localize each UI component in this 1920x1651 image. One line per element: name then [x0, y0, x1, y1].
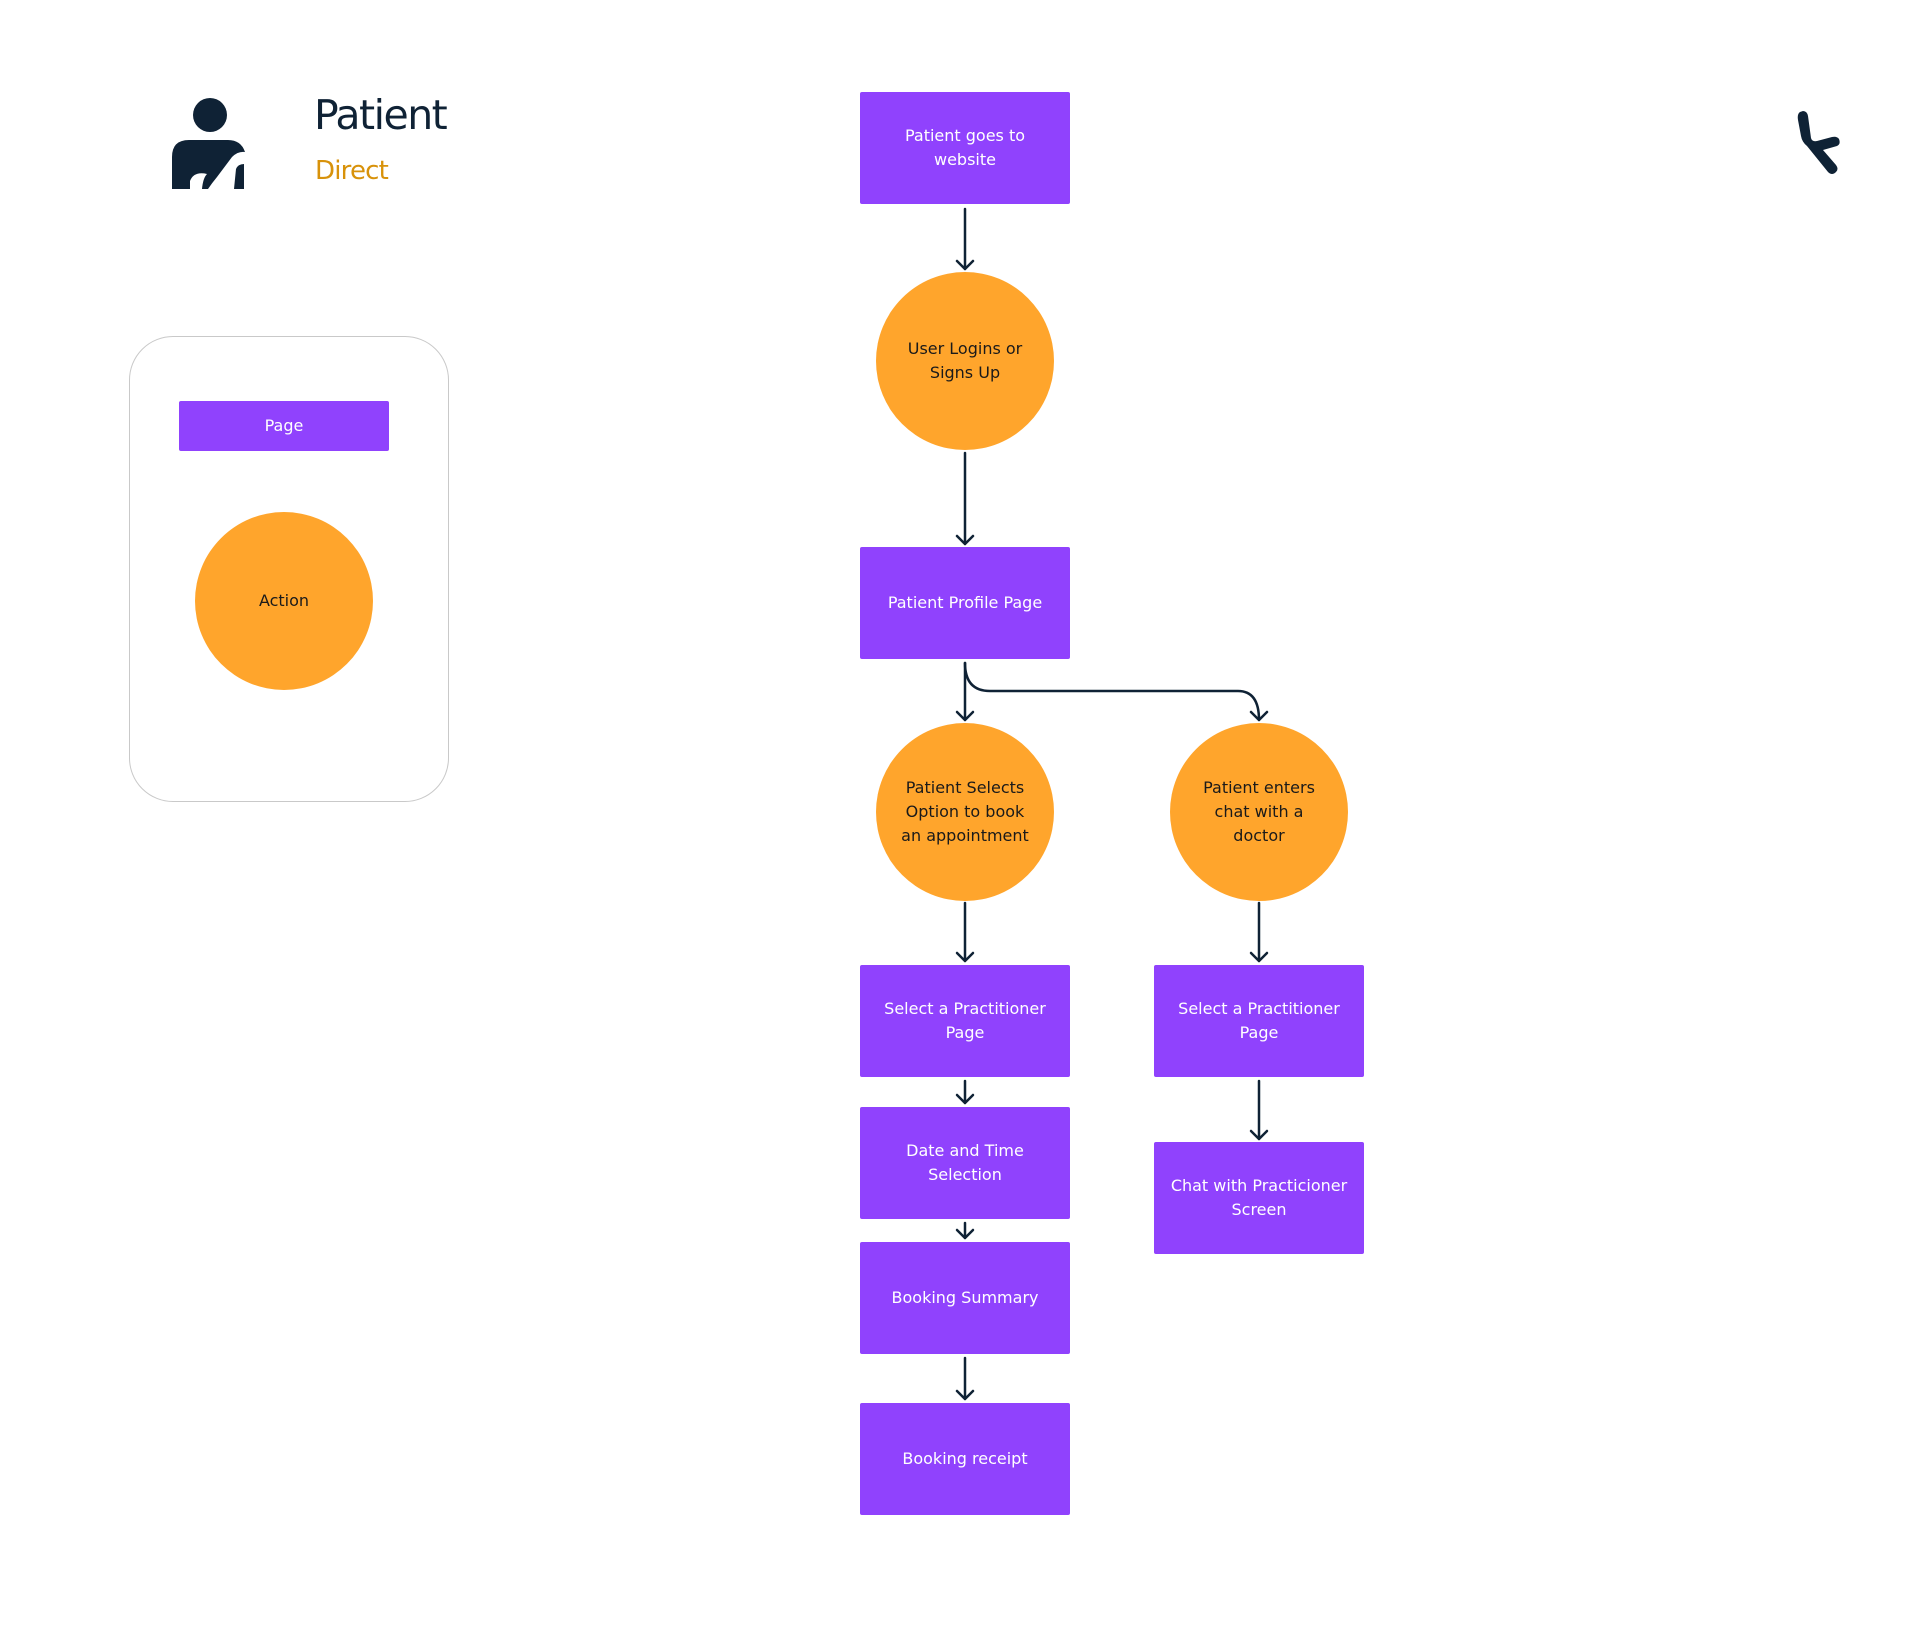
node-chat-screen-page: Chat with Practicioner Screen: [1154, 1142, 1364, 1254]
legend-page-label: Page: [264, 416, 304, 435]
node-booking-action: Patient Selects Option to book an appoin…: [876, 723, 1054, 901]
legend-action-node: Action: [195, 512, 373, 690]
node-summary-label: Booking Summary: [891, 1288, 1039, 1307]
node-summary-page: Booking Summary: [860, 1242, 1070, 1354]
arrow-practitioner-to-chatscreen: [1249, 1079, 1269, 1141]
arrow-summary-to-receipt: [955, 1356, 975, 1401]
node-start-page-label: Patient goes to website: [904, 126, 1026, 169]
arrow-login-to-profile: [955, 451, 975, 546]
brand-logo-icon: [1797, 111, 1840, 174]
node-chat-action: Patient enters chat with a doctor: [1170, 723, 1348, 901]
legend-page-node: Page: [179, 401, 389, 451]
page-title: Patient: [314, 91, 448, 139]
arrow-start-to-login: [955, 207, 975, 271]
node-receipt-label: Booking receipt: [902, 1449, 1028, 1468]
arrow-profile-to-booking: [955, 661, 975, 722]
arrow-datetime-to-summary: [955, 1221, 975, 1240]
node-profile-page: Patient Profile Page: [860, 547, 1070, 659]
node-datetime-page: Date and Time Selection: [860, 1107, 1070, 1219]
person-icon: [172, 98, 245, 189]
node-chat-practitioner-label: Select a Practitioner Page: [1178, 999, 1340, 1042]
node-receipt-page: Booking receipt: [860, 1403, 1070, 1515]
arrow-practitioner-to-datetime: [955, 1079, 975, 1105]
node-login-action: User Logins or Signs Up: [876, 272, 1054, 450]
node-chat-screen-label: Chat with Practicioner Screen: [1170, 1176, 1348, 1219]
arrow-chat-to-practitioner: [1249, 901, 1269, 963]
node-booking-action-label: Patient Selects Option to book an appoin…: [901, 778, 1029, 845]
node-login-action-label: User Logins or Signs Up: [907, 339, 1023, 382]
node-datetime-label: Date and Time Selection: [906, 1141, 1024, 1184]
legend-action-label: Action: [258, 591, 310, 610]
arrow-booking-to-practitioner: [955, 901, 975, 963]
node-profile-page-label: Patient Profile Page: [887, 593, 1043, 612]
arrow-profile-to-chat: [963, 661, 1269, 722]
page-subtitle: Direct: [315, 156, 389, 186]
node-start-page: Patient goes to website: [860, 92, 1070, 204]
node-booking-practitioner-label: Select a Practitioner Page: [884, 999, 1046, 1042]
node-booking-practitioner-page: Select a Practitioner Page: [860, 965, 1070, 1077]
node-chat-action-label: Patient enters chat with a doctor: [1203, 778, 1315, 845]
node-chat-practitioner-page: Select a Practitioner Page: [1154, 965, 1364, 1077]
